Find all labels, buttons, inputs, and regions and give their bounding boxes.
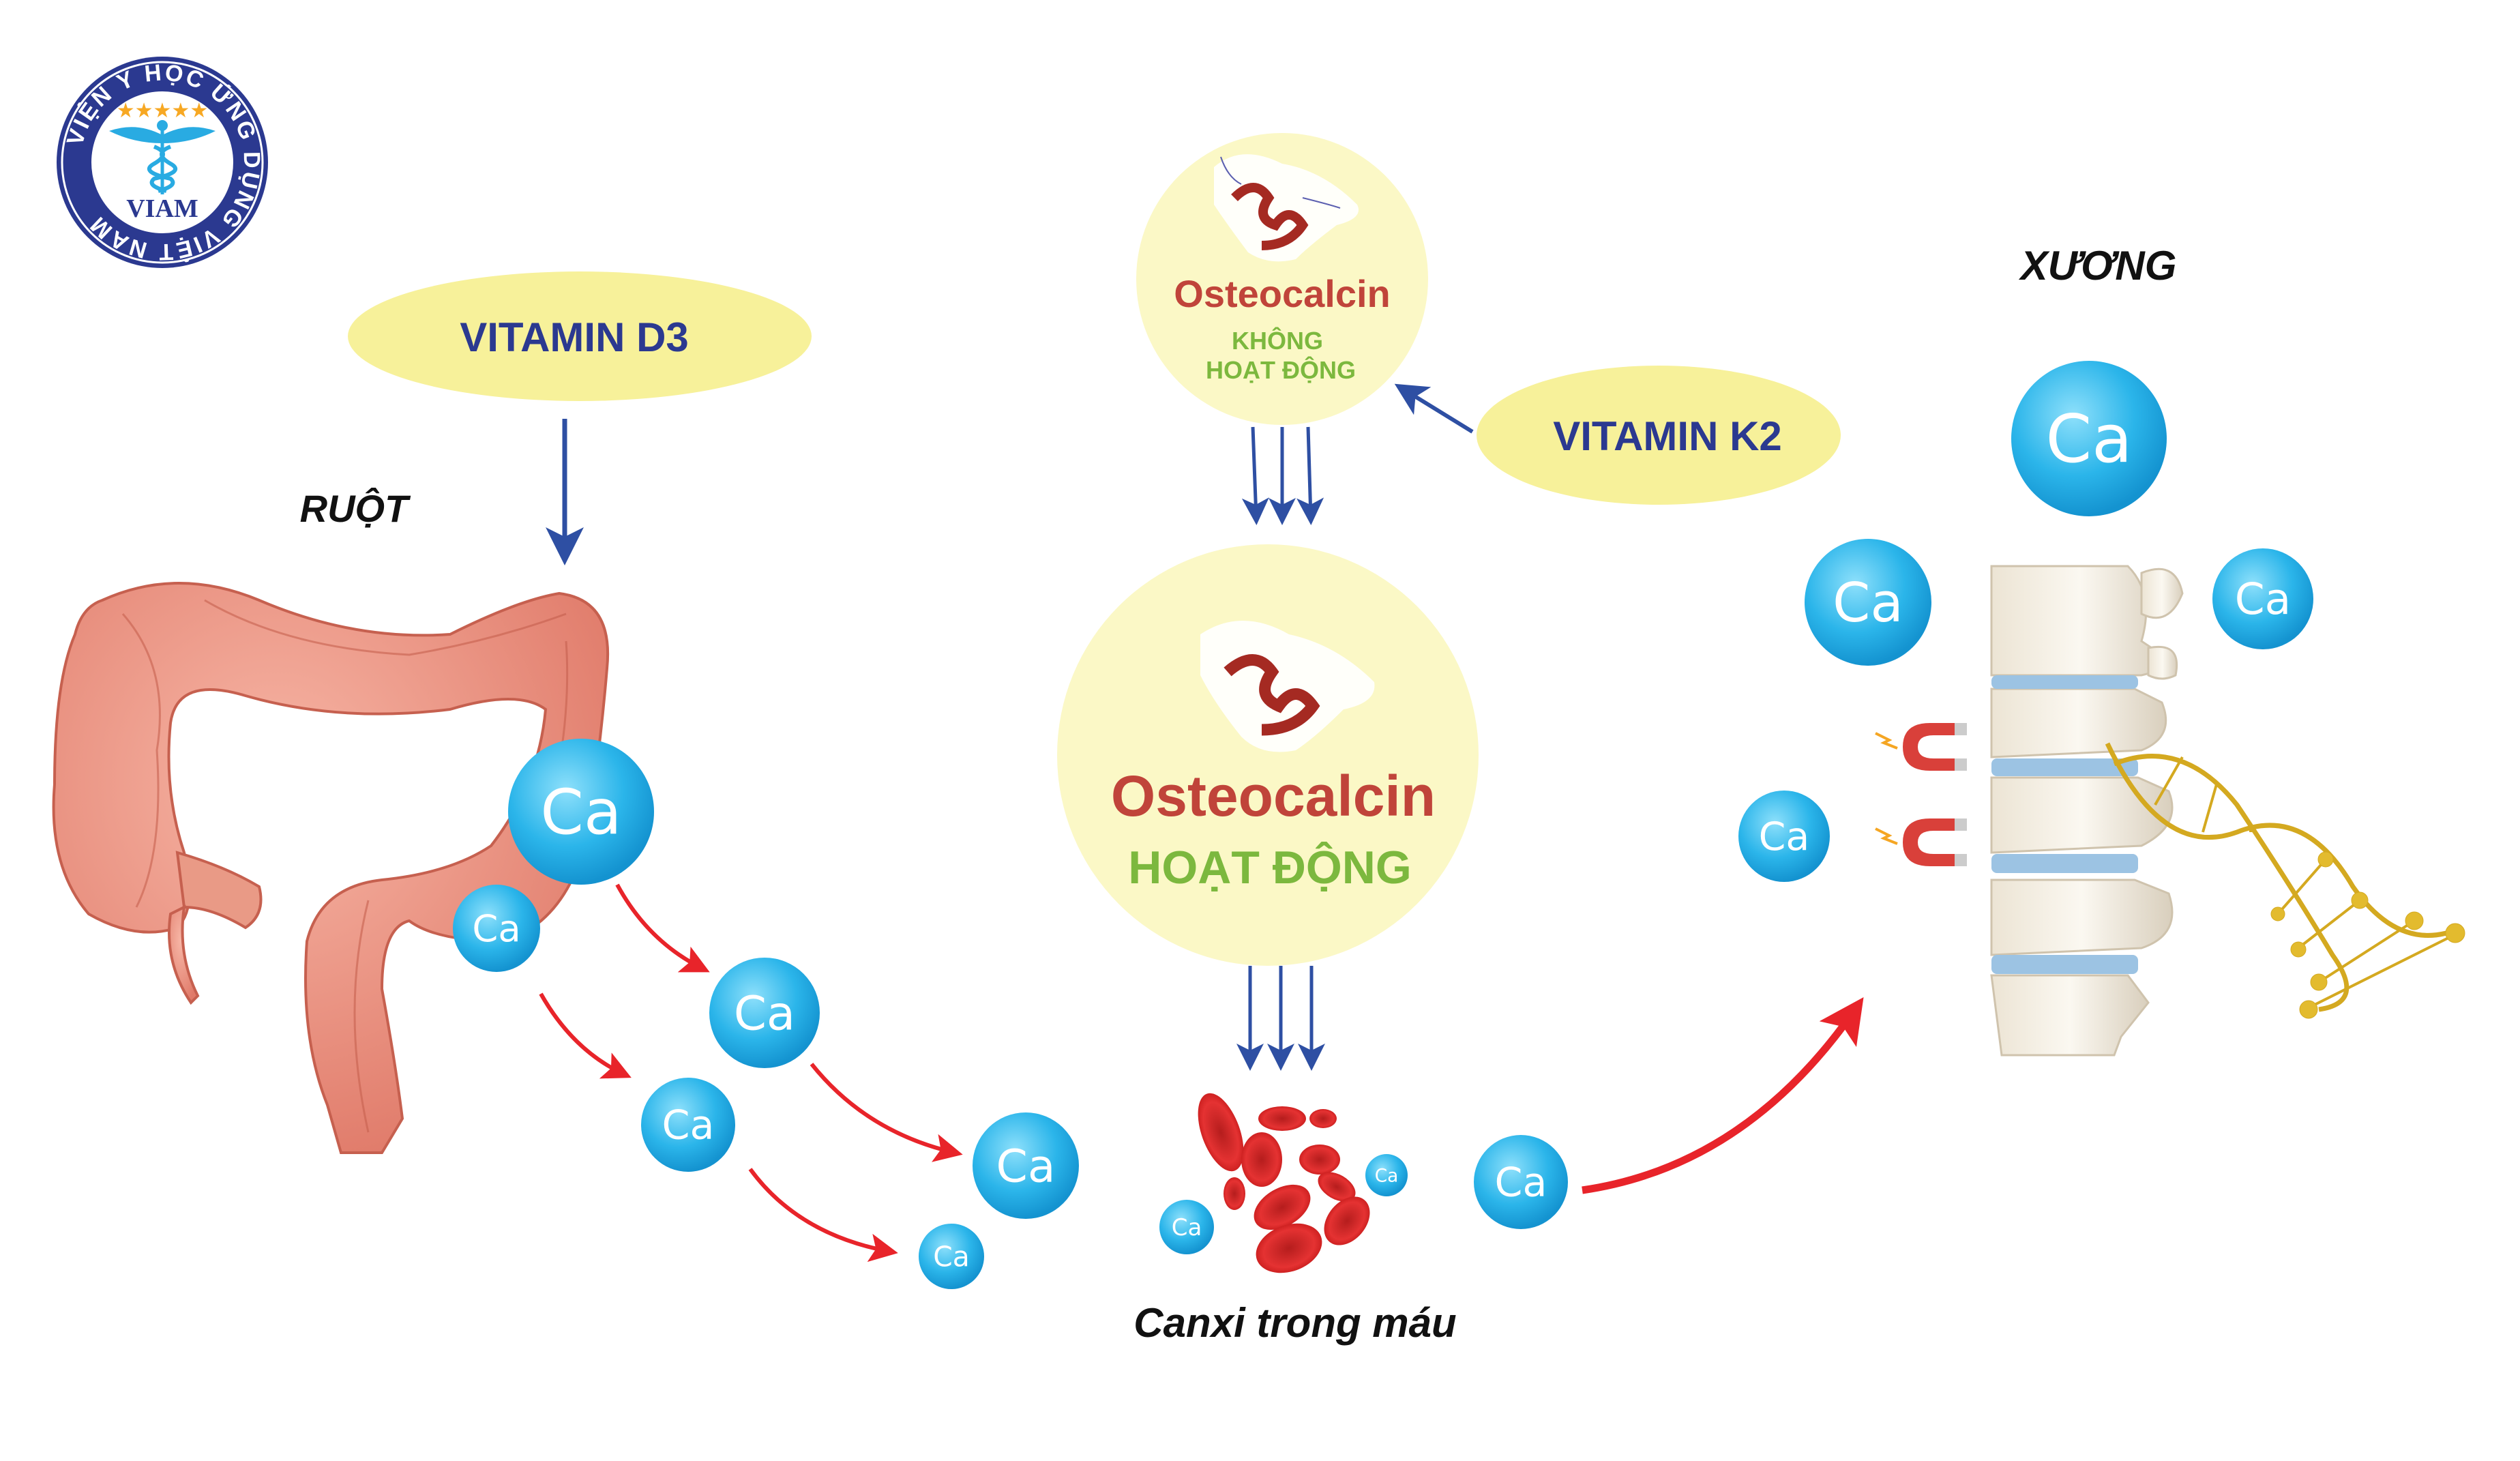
activation-arrows <box>1241 426 1324 525</box>
logo-abbr: VIAM <box>126 194 198 223</box>
blood-calcium-label: Canxi trong máu <box>1133 1300 1456 1346</box>
logo-stars-icon: ★★★★★ <box>117 99 208 123</box>
dna-helix-icon <box>2105 742 2465 1019</box>
blood-to-bone-arrow <box>1582 997 1864 1194</box>
calcium-bubble: Ca <box>1738 791 1830 882</box>
calcium-label: Ca <box>2235 574 2291 624</box>
red-blood-cells <box>1198 1093 1370 1273</box>
osteocalcin-active-state: HOẠT ĐỘNG <box>1128 841 1412 894</box>
calcium-label: Ca <box>1495 1160 1547 1206</box>
osteocalcin-inactive-circle: Osteocalcin KHÔNG HOẠT ĐỘNG <box>1136 133 1428 425</box>
calcium-label: Ca <box>540 777 621 848</box>
calcium-bubble: Ca <box>2011 361 2167 516</box>
calcium-bubble-shape <box>709 958 820 1068</box>
bone-label: XƯƠNG <box>2019 243 2177 289</box>
osteocalcin-inactive-state-line2: HOẠT ĐỘNG <box>1206 355 1356 384</box>
spine-illustration <box>1990 565 2184 1057</box>
calcium-bubble-shape <box>2011 361 2167 516</box>
calcium-bubble-shape <box>1738 791 1830 882</box>
caduceus-icon <box>109 120 216 194</box>
calcium-bubble: Ca <box>453 885 540 972</box>
calcium-bubble-shape <box>453 885 540 972</box>
calcium-bubble-shape <box>1805 539 1931 666</box>
calcium-bubble-shape <box>919 1224 984 1289</box>
osteocalcin-active-name: Osteocalcin <box>1111 764 1436 828</box>
calcium-label: Ca <box>1172 1214 1202 1241</box>
calcium-bubble-shape <box>973 1112 1079 1219</box>
protein-structure-icon <box>1214 154 1359 262</box>
calcium-bubble: Ca <box>1365 1154 1408 1196</box>
osteocalcin-inactive-state-line1: KHÔNG <box>1232 326 1323 355</box>
spinal-disc <box>1991 675 2138 974</box>
calcium-bubble-shape <box>641 1078 735 1172</box>
svg-text:★★★★★: ★★★★★ <box>117 99 208 123</box>
calcium-bubble: Ca <box>1805 539 1931 666</box>
calcium-bubble: Ca <box>1474 1135 1568 1229</box>
calcium-label: Ca <box>662 1102 715 1149</box>
calcium-bubble-shape <box>508 739 654 885</box>
protein-structure-icon <box>1200 621 1375 752</box>
to-blood-arrows <box>1236 966 1325 1071</box>
calcium-label: Ca <box>734 986 795 1041</box>
magnet-icon <box>1875 723 1967 771</box>
vitamin-d3-label: VITAMIN D3 <box>460 314 689 360</box>
calcium-bubble-shape <box>1159 1200 1214 1254</box>
calcium-bubble-shape <box>2212 548 2313 649</box>
calcium-label: Ca <box>996 1139 1056 1192</box>
k2-to-osteocalcin-arrow <box>1394 383 1474 434</box>
calcium-bubble: Ca <box>508 739 654 885</box>
calcium-label: Ca <box>472 907 520 950</box>
calcium-bubble: Ca <box>2212 548 2313 649</box>
calcium-bubble: Ca <box>1159 1200 1214 1254</box>
calcium-bubble-shape <box>1365 1154 1408 1196</box>
calcium-label: Ca <box>1759 814 1810 859</box>
vitamin-k2-badge: VITAMIN K2 <box>1477 366 1841 505</box>
osteocalcin-active-circle: Osteocalcin HOẠT ĐỘNG <box>1057 544 1479 966</box>
calcium-bubble: Ca <box>709 958 820 1068</box>
magnet-icon <box>1875 818 1967 866</box>
vitamin-d3-badge: VITAMIN D3 <box>348 271 812 401</box>
vitamin-k2-label: VITAMIN K2 <box>1553 413 1782 459</box>
intestine-label: RUỘT <box>300 487 411 530</box>
osteocalcin-inactive-name: Osteocalcin <box>1174 272 1390 315</box>
calcium-label: Ca <box>1375 1166 1399 1186</box>
calcium-flow-arrows <box>539 883 963 1263</box>
calcium-bubble: Ca <box>973 1112 1079 1219</box>
calcium-label: Ca <box>933 1240 970 1273</box>
viam-logo: VIỆN Y HỌC ỨNG DỤNG VIỆT NAM ★★★★★ VIAM <box>57 57 268 268</box>
calcium-bubble: Ca <box>919 1224 984 1289</box>
intestine-illustration <box>52 582 610 1154</box>
calcium-label: Ca <box>2045 400 2132 477</box>
calcium-label: Ca <box>1833 572 1903 634</box>
calcium-bubble-shape <box>1474 1135 1568 1229</box>
calcium-bubble: Ca <box>641 1078 735 1172</box>
